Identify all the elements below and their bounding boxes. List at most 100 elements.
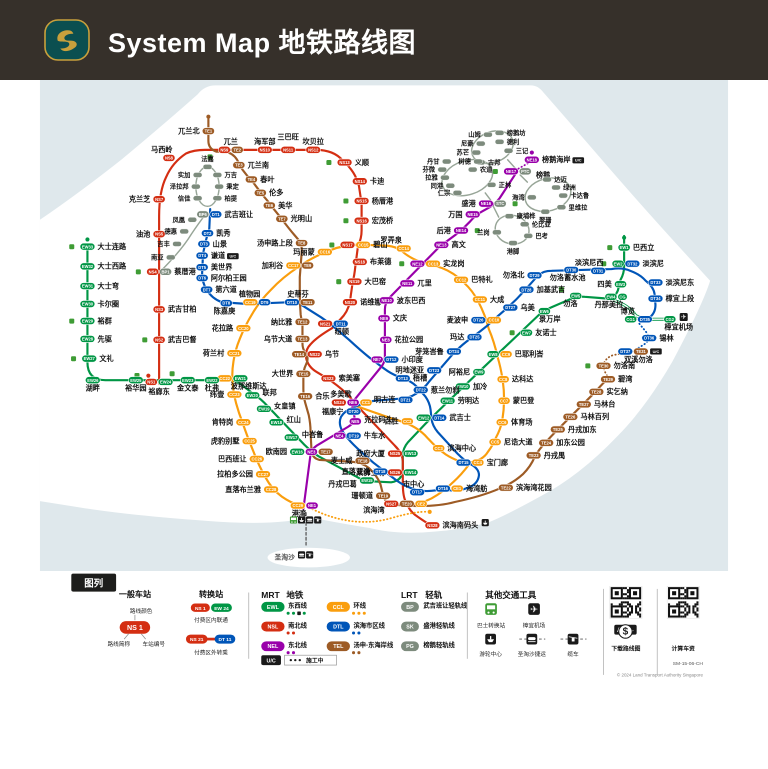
bus-interchange-icon xyxy=(607,245,613,251)
station-丹甘: 丹甘 xyxy=(427,157,452,166)
station-code: NE6 xyxy=(349,400,358,405)
station-code: DT32 xyxy=(627,261,638,266)
station-code: NS20 xyxy=(345,300,356,305)
station-code: EW8 xyxy=(489,352,499,357)
station-name: 盛港 xyxy=(462,199,477,208)
station-code: DT13 xyxy=(398,376,409,381)
legend-other-label: 圣淘沙捷运 xyxy=(518,650,547,658)
station-code: EW31 xyxy=(82,284,94,289)
station-code: EW6 xyxy=(540,309,550,314)
station-code: TE2 xyxy=(233,147,241,152)
station-name: 海湾舫 xyxy=(466,484,487,493)
legend-line-name: 南北线 xyxy=(288,620,308,629)
station-卡达鲁: 卡达鲁 xyxy=(558,191,589,200)
station-name: 同港 xyxy=(431,181,444,190)
station-name: 马林台 xyxy=(594,400,615,409)
ship-icon xyxy=(297,516,306,524)
station-name: 珊顿道 xyxy=(352,491,374,500)
station-name: 玛丽蒙 xyxy=(293,247,314,256)
station-code: CC10 xyxy=(489,318,500,323)
island xyxy=(39,85,711,533)
station-name: 油池 xyxy=(136,229,151,238)
station-name: 植物园 xyxy=(238,289,260,298)
station-name: 裕廊东 xyxy=(147,387,169,396)
station-name: 文庆 xyxy=(392,314,408,323)
station-name: 多美歌 xyxy=(330,390,352,399)
station-code: DT37 xyxy=(620,349,631,354)
station-code: NS11 xyxy=(283,147,294,152)
bus-interchange-icon xyxy=(492,168,498,174)
station-name: 大士连路 xyxy=(98,242,127,251)
legend-uc-pill xyxy=(261,655,281,666)
bus-interchange-icon xyxy=(585,363,591,369)
cable-icon xyxy=(567,633,579,645)
plane-glyph: ✈ xyxy=(530,604,538,614)
station-code: EW12 xyxy=(418,415,430,420)
station-code: NE15 xyxy=(468,212,479,217)
station-name: 锡林 xyxy=(659,333,674,342)
station-code: EW13 xyxy=(405,451,417,456)
station-code: DT21 xyxy=(400,397,411,402)
station-code: NS7 xyxy=(155,197,164,202)
station-同港: 同港 xyxy=(431,181,456,190)
legend-line-name: 榜鹅轻轨线 xyxy=(423,640,455,649)
legend-line-PG xyxy=(401,641,419,652)
station-code: EW3 xyxy=(616,282,626,287)
station-吉丰: 吉丰 xyxy=(157,239,182,248)
station-code: DT29 xyxy=(529,273,540,278)
station-code: EW33 xyxy=(82,244,94,249)
station-code: EW26 xyxy=(87,378,99,383)
bus-interchange-icon xyxy=(69,318,75,324)
station-code: NE18 xyxy=(527,157,538,162)
station-code: DT33 xyxy=(650,280,661,285)
app-header: System Map 地铁路线图 xyxy=(0,0,768,80)
map-label: EW 24 xyxy=(214,606,229,612)
station-code: TE1 xyxy=(205,129,213,134)
station-name: 直落亚逸 xyxy=(342,467,371,476)
station-code: CC20 xyxy=(238,326,249,331)
page-title: System Map 地铁路线图 xyxy=(108,27,417,58)
station-name: 荷兰村 xyxy=(202,349,225,358)
station-code: NE3 xyxy=(307,449,316,454)
station-农道: 农道 xyxy=(467,165,493,174)
station-name: 克兰芝 xyxy=(128,195,151,204)
station-name: 兀兰北 xyxy=(177,126,200,135)
station-name: 正林 xyxy=(499,180,512,189)
station-code: NE1 xyxy=(308,503,317,508)
station-name: 樟宜上段 xyxy=(666,294,695,303)
legend-sample-pill xyxy=(119,621,151,634)
station-name: 滨海南码头 xyxy=(443,521,479,530)
station-name: 巴西班让 xyxy=(218,454,247,463)
station-code: CC13 xyxy=(428,261,439,266)
station-code: TE28 xyxy=(591,389,602,394)
cable-icon xyxy=(306,551,314,559)
station-code: CC24 xyxy=(238,420,249,425)
station-code: NS14 xyxy=(355,179,366,184)
station-大士连路: EW33 大士连路 xyxy=(69,242,127,251)
station-code: EW30 xyxy=(82,302,94,307)
legend-ref: SM-15-06-CH xyxy=(673,661,704,667)
station-name: 巴考 xyxy=(535,231,548,240)
station-code: DT27 xyxy=(505,305,516,310)
station-code: NS4 xyxy=(149,269,158,274)
station-code: TE7 xyxy=(278,216,286,221)
station-code: EW28 xyxy=(82,337,94,342)
station-code: NE8 xyxy=(382,337,391,342)
station-柏提: 柏提 xyxy=(212,193,238,202)
station-name: 三巴旺 xyxy=(277,134,299,142)
station-code: TE18 xyxy=(358,458,369,463)
station-code: NE5 xyxy=(351,419,360,424)
